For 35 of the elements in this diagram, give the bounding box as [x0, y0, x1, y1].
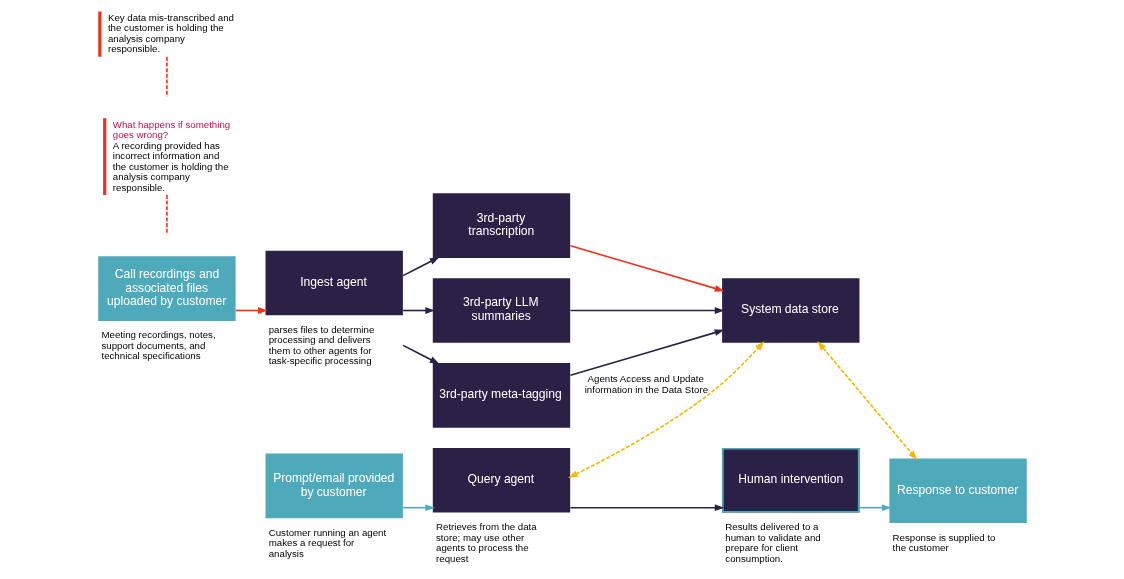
node-box: 3rd-party meta-tagging	[432, 363, 570, 428]
node-label: Customer running an agent makes a request for analysis	[268, 526, 386, 559]
arrow	[569, 504, 724, 512]
node-label: parses files to determine processing and delivers them to other agents for task-specific processing	[268, 323, 374, 367]
node-label: Key data mis-transcribed and the customer is holding the analysis company responsible.	[107, 11, 234, 55]
node-label: Retrieves from the data store; may use other agents to process the request	[435, 521, 537, 564]
arrow	[567, 341, 764, 478]
arrow	[401, 256, 440, 277]
arrow	[401, 344, 440, 365]
arrow	[401, 307, 435, 314]
node-box	[102, 118, 106, 195]
arrow	[816, 340, 917, 461]
node-box: Ingest agent	[265, 250, 403, 316]
node-box: Prompt/email provided by customer	[265, 453, 403, 519]
node-box: System data store	[721, 278, 859, 343]
node-box: Response to customer	[888, 458, 1027, 524]
node-label: Response is supplied to the customer	[892, 531, 995, 554]
node-label: Meeting recordings, notes, support documents, and technical specifications	[100, 329, 216, 362]
node-box: Call recordings and associated files uploaded by customer	[97, 256, 236, 321]
arrow	[401, 504, 435, 512]
node-box: Query agent	[432, 447, 570, 513]
edge-label: Agents Access and Update information in the Data Store	[584, 373, 708, 395]
connector	[165, 194, 168, 236]
connector	[165, 56, 168, 98]
arrow	[234, 307, 268, 314]
node-box: 3rd-party LLM summaries	[432, 278, 570, 343]
arrow	[569, 244, 724, 292]
arrow	[569, 329, 724, 377]
node-label: Results delivered to a human to validate and prepare for client consumption.	[724, 521, 821, 564]
node-box: 3rd-party transcription	[432, 193, 570, 258]
arrow	[858, 504, 892, 512]
arrow	[569, 307, 724, 314]
node-box	[97, 11, 101, 57]
node-label: What happens if something goes wrong?	[112, 118, 230, 141]
node-label: A recording provided has incorrect information and the customer is holding the analysis company responsible.	[112, 139, 229, 193]
